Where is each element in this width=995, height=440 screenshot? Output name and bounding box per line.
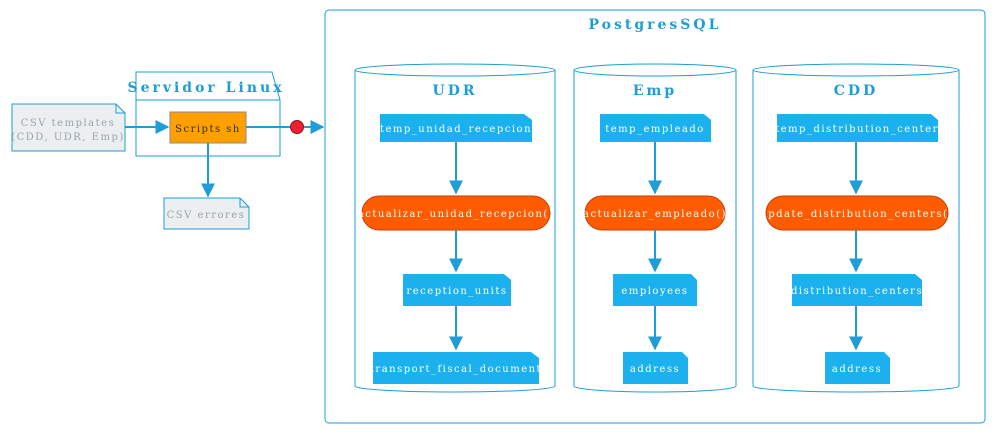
database-udr: UDR temp_unidad_recepcion actualizar_uni… — [354, 63, 556, 393]
csv-templates-label-line2: (CDD, UDR, Emp) — [11, 132, 125, 143]
table-box — [613, 274, 697, 306]
endpoint-dot — [290, 120, 304, 134]
table-2-label: address — [832, 364, 882, 375]
table-box — [825, 352, 890, 384]
table-box — [373, 352, 539, 384]
table-box — [380, 114, 532, 142]
temp-table-label: temp_distribution_center — [775, 124, 939, 135]
servidor-linux-label: Servidor Linux — [127, 80, 284, 96]
table-2-label: transport_fiscal_document — [370, 364, 542, 375]
temp-table-label: temp_empleado — [605, 124, 705, 135]
database-emp: Emp temp_empleado actualizar_empleado() … — [573, 63, 737, 393]
database-name: UDR — [433, 83, 478, 99]
procedure-label: actualizar_empleado() — [583, 209, 727, 220]
table-box — [403, 274, 511, 306]
table-1-label: reception_units — [406, 286, 507, 297]
csv-errores-note: CSV errores — [163, 197, 250, 230]
table-1-label: employees — [621, 286, 688, 297]
table-box — [792, 274, 922, 306]
csv-errores-label: CSV errores — [167, 210, 246, 221]
csv-templates-label-line1: CSV templates — [21, 118, 115, 129]
scripts-sh-box: Scripts sh — [169, 111, 247, 144]
table-box — [600, 114, 711, 142]
procedure-label: update_distribution_centers() — [760, 209, 954, 220]
table-box — [777, 114, 938, 142]
scripts-sh-label: Scripts sh — [175, 124, 241, 135]
table-2-label: address — [630, 364, 680, 375]
table-box — [623, 352, 688, 384]
csv-templates-note: CSV templates (CDD, UDR, Emp) — [11, 103, 126, 152]
database-name: Emp — [633, 83, 677, 99]
database-name: CDD — [834, 83, 878, 99]
procedure-label: actualizar_unidad_recepcion() — [358, 209, 554, 220]
postgres-label: PostgresSQL — [589, 17, 722, 33]
table-1-label: distribution_centers — [791, 286, 923, 297]
temp-table-label: temp_unidad_recepcion — [380, 124, 532, 135]
database-cdd: CDD temp_distribution_center update_dist… — [752, 63, 960, 393]
